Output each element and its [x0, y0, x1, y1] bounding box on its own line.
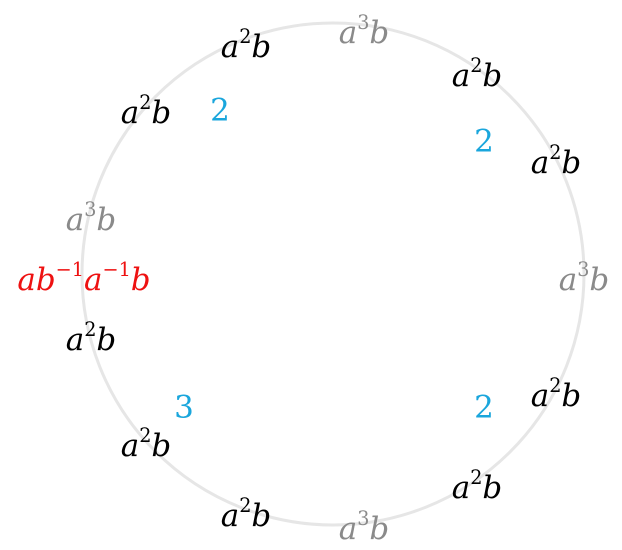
word-label: a2b — [451, 54, 503, 94]
word-label: a2b — [120, 424, 172, 464]
region-count: 2 — [210, 92, 230, 129]
word-label: a3b — [338, 507, 390, 547]
boundary-circle — [80, 21, 586, 527]
word-label: a3b — [65, 198, 117, 238]
word-label: a3b — [558, 258, 610, 298]
word-label: a2b — [220, 25, 272, 65]
region-count: 3 — [174, 389, 194, 426]
word-label: a2b — [120, 91, 172, 131]
word-label: a2b — [451, 466, 503, 506]
highlight-word-label: ab−1a−1b — [17, 258, 151, 298]
word-label: a2b — [530, 374, 582, 414]
word-label: a2b — [220, 494, 272, 534]
region-count: 2 — [474, 389, 494, 426]
word-label: a2b — [65, 318, 117, 358]
word-label: a2b — [530, 141, 582, 181]
region-count: 2 — [474, 123, 494, 160]
word-label: a3b — [338, 11, 390, 51]
